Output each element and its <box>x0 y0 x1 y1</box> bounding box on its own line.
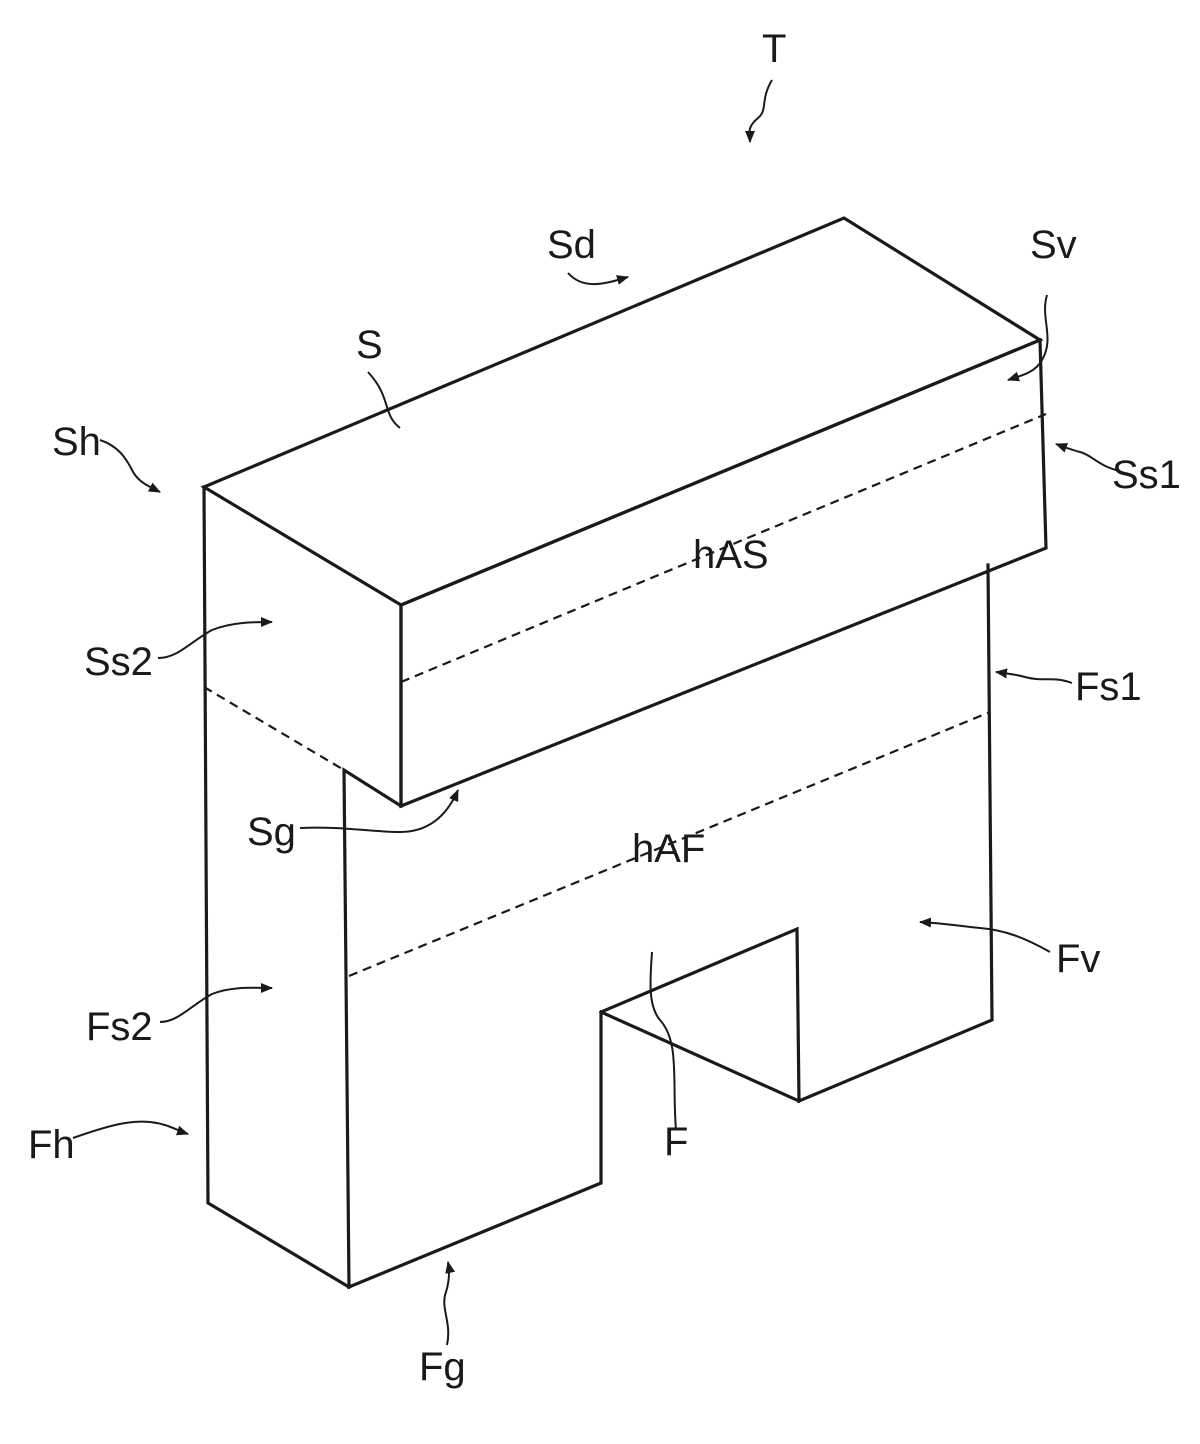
label-F: F <box>664 1120 688 1164</box>
label-Sd: Sd <box>547 223 596 267</box>
leader-lines <box>72 79 1121 1346</box>
label-Fg: Fg <box>419 1345 466 1389</box>
label-Fv: Fv <box>1056 937 1100 981</box>
leader-Sg <box>299 789 459 834</box>
reference-labels: T Sd Sv S Sh Ss1 hAS Ss2 Fs1 Sg hAF Fv F… <box>28 27 1181 1389</box>
upper-block-center-dashed-line <box>400 412 1047 684</box>
leader-Fh <box>72 1120 189 1139</box>
leader-T <box>744 79 773 143</box>
label-S: S <box>356 323 383 367</box>
label-Ss2: Ss2 <box>84 640 153 684</box>
label-Fs1: Fs1 <box>1075 665 1142 709</box>
label-hAS: hAS <box>693 533 769 577</box>
lower-part-dashed-line <box>348 710 991 978</box>
leader-Sd <box>567 272 629 286</box>
label-Sh: Sh <box>52 420 101 464</box>
upper-block-top-face <box>200 216 1044 607</box>
leader-S <box>367 371 401 429</box>
leader-Ss2 <box>157 617 273 659</box>
label-Sg: Sg <box>247 810 296 854</box>
leader-Fv <box>919 917 1051 953</box>
label-Ss1: Ss1 <box>1112 453 1181 497</box>
leader-Sv <box>1007 294 1049 382</box>
leader-Fg <box>443 1261 456 1346</box>
left-side-face-edges <box>202 485 352 1290</box>
label-hAF: hAF <box>632 827 705 871</box>
leader-Ss1 <box>1055 443 1121 472</box>
lower-part-front-outline <box>342 563 994 1290</box>
component-outline <box>200 216 1048 1290</box>
label-Fh: Fh <box>28 1123 75 1167</box>
hidden-lines <box>203 412 1047 978</box>
side-dashed-line <box>203 686 345 771</box>
leader-Fs1 <box>995 668 1073 684</box>
leader-F <box>649 951 677 1131</box>
label-Fs2: Fs2 <box>86 1005 153 1049</box>
leader-Sh <box>99 439 161 493</box>
label-T: T <box>762 27 786 71</box>
leader-Fs2 <box>159 982 273 1023</box>
notch-depth-edge <box>598 1009 802 1104</box>
label-Sv: Sv <box>1030 223 1077 267</box>
